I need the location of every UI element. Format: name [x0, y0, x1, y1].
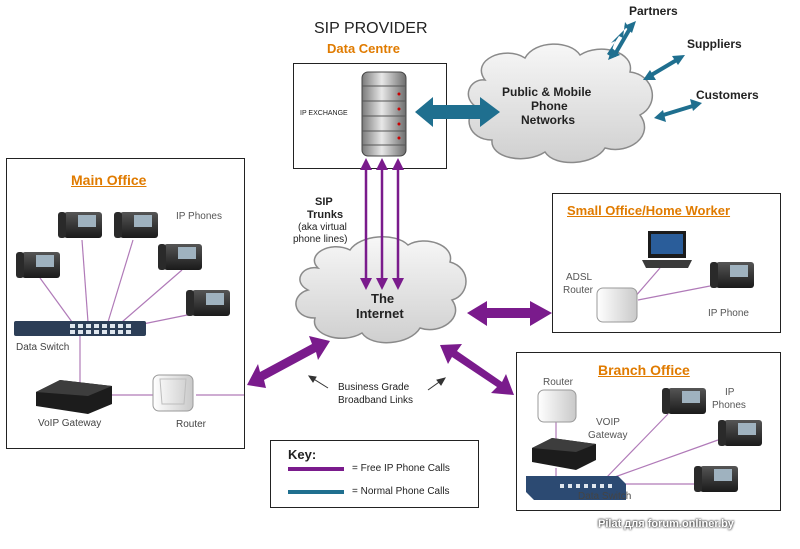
ip-phone-icon: [58, 212, 102, 238]
ip-phone-icon: [694, 466, 738, 492]
pstn-line1: Public & Mobile: [502, 85, 592, 99]
ip-phone-icon: [158, 244, 202, 270]
main-voip-gateway-label: VoIP Gateway: [38, 418, 102, 429]
key-swatches: [288, 467, 344, 494]
internet-line1: The: [371, 291, 395, 306]
pstn-line2: Phone: [531, 99, 568, 113]
main-office-title: Main Office: [71, 172, 147, 188]
router-icon: [537, 389, 577, 423]
external-arrows: [607, 21, 702, 122]
main-router-label: Router: [176, 419, 207, 430]
sip-trunks-line3: (aka virtual: [298, 222, 347, 233]
branch-voip-label-2: Gateway: [588, 430, 628, 441]
adsl-label-1: ADSL: [566, 272, 593, 283]
pstn-line3: Networks: [521, 113, 576, 127]
voip-gateway-icon: [36, 380, 112, 414]
branch-ip-phones-label-1: IP: [725, 387, 735, 398]
internet-cloud: [295, 236, 467, 344]
internet-line2: Internet: [356, 306, 404, 321]
pstn-cloud: [467, 43, 654, 164]
key-title: Key:: [288, 447, 317, 462]
key-item-normal: = Normal Phone Calls: [352, 486, 450, 497]
broadband-arrows: [247, 301, 552, 395]
broadband-line1: Business Grade: [338, 382, 410, 393]
main-data-switch-label: Data Switch: [16, 342, 70, 353]
broadband-pointers: [307, 375, 447, 391]
sip-trunks-line2: Trunks: [307, 209, 344, 221]
data-switch-icon: [526, 476, 626, 500]
provider-subtitle: Data Centre: [327, 41, 400, 56]
server-label: IP EXCHANGE: [300, 110, 348, 117]
branch-data-switch-label: Data Switch: [578, 491, 632, 502]
branch-office-lines: [555, 413, 719, 485]
ip-phone-icon: [662, 388, 706, 414]
main-office-devices: [14, 212, 230, 414]
provider-title: SIP PROVIDER: [314, 20, 428, 37]
ip-phone-icon: [16, 252, 60, 278]
partners-label: Partners: [629, 4, 678, 18]
main-office-lines: [39, 239, 244, 396]
router-icon: [152, 374, 194, 412]
branch-office-title: Branch Office: [598, 362, 690, 378]
main-ip-phones-label: IP Phones: [176, 211, 222, 222]
ip-phone-icon: [710, 262, 754, 288]
sip-trunks-line4: phone lines): [293, 234, 348, 245]
small-office-devices: [596, 231, 754, 323]
customers-label: Customers: [696, 88, 759, 102]
adsl-router-icon: [596, 287, 638, 323]
data-switch-icon: [14, 321, 146, 336]
branch-router-label: Router: [543, 377, 574, 388]
adsl-label-2: Router: [563, 285, 594, 296]
branch-office-devices: [526, 388, 762, 500]
key-box: [270, 440, 479, 508]
small-office-title: Small Office/Home Worker: [567, 203, 731, 218]
ip-exchange-server: [361, 71, 407, 157]
ip-phone-icon: [718, 420, 762, 446]
sip-trunks-line1: SIP: [315, 196, 333, 208]
key-item-free: = Free IP Phone Calls: [352, 463, 450, 474]
small-office-lines: [633, 267, 711, 301]
sip-trunk-arrows: [360, 158, 404, 290]
ip-phone-icon: [186, 290, 230, 316]
small-ip-phone-label: IP Phone: [708, 308, 749, 319]
watermark: Pilat для forum.onliner.by: [598, 518, 734, 530]
suppliers-label: Suppliers: [687, 37, 742, 51]
branch-ip-phones-label-2: Phones: [712, 400, 746, 411]
ip-phone-icon: [114, 212, 158, 238]
broadband-line2: Broadband Links: [338, 395, 414, 406]
branch-voip-label-1: VOIP: [596, 417, 620, 428]
laptop-icon: [642, 231, 692, 268]
normal-call-arrow: [415, 97, 500, 127]
voip-gateway-icon: [532, 438, 596, 470]
